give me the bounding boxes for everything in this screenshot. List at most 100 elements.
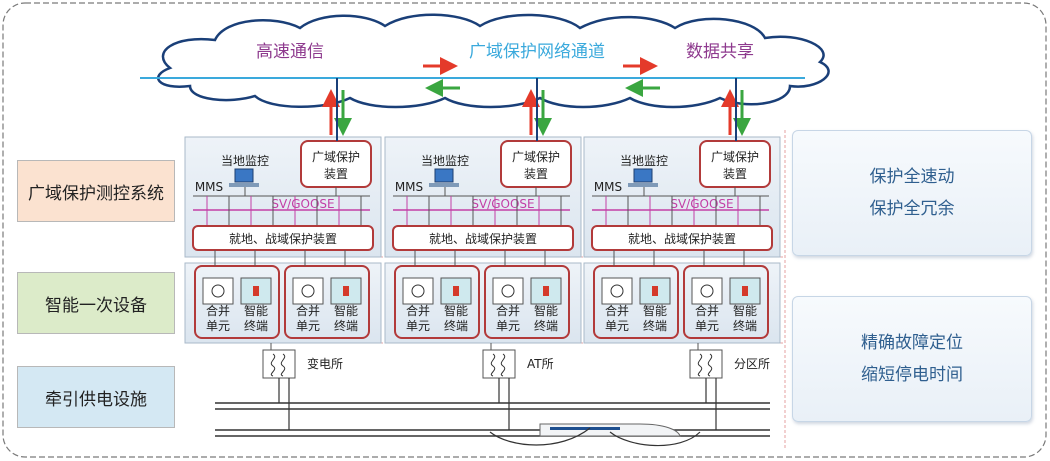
sv-goose-label: SV/GOOSE xyxy=(670,197,733,211)
transformer-icon xyxy=(689,349,723,379)
breaker-icon xyxy=(453,286,459,296)
ct-icon xyxy=(211,284,225,298)
ied-group xyxy=(194,265,280,339)
merging-unit-label-1: 合并 xyxy=(206,303,230,318)
cloud-label-left: 高速通信 xyxy=(256,42,324,62)
breaker-icon xyxy=(343,286,349,296)
wide-protection-label-1: 广域保护 xyxy=(312,150,360,164)
monitor-icon xyxy=(434,168,454,183)
train-icon xyxy=(539,423,681,437)
local-monitor-label: 当地监控 xyxy=(620,154,668,168)
smart-terminal-label-2: 终端 xyxy=(733,318,757,333)
mms-label: MMS xyxy=(195,180,223,194)
smart-terminal-label-1: 智能 xyxy=(534,303,558,318)
merging-unit-label-2: 单元 xyxy=(605,319,629,333)
wide-protection-label-1: 广域保护 xyxy=(711,150,759,164)
transformer-coil xyxy=(707,353,713,377)
keyboard-icon xyxy=(429,183,459,187)
benefit-bottom-line2: 缩短停电时间 xyxy=(861,365,963,385)
wide-protection-label-2: 装置 xyxy=(723,167,747,181)
breaker-icon xyxy=(652,286,658,296)
ct-icon xyxy=(501,284,515,298)
local-protection-label: 就地、战域保护装置 xyxy=(429,232,537,246)
ied-group xyxy=(683,265,769,339)
merging-unit-label-2: 单元 xyxy=(406,319,430,333)
ct-icon xyxy=(700,284,714,298)
merging-unit-label-2: 单元 xyxy=(206,319,230,333)
smart-terminal-label-2: 终端 xyxy=(444,318,468,333)
transformer-coil xyxy=(490,353,496,377)
layer-label-traction: 牵引供电设施 xyxy=(17,366,175,428)
transformer-coil xyxy=(500,353,506,377)
local-protection-device xyxy=(192,225,374,251)
smart-terminal-label-2: 终端 xyxy=(334,318,358,333)
layer-label-control: 广域保护测控系统 xyxy=(17,160,175,222)
wide-protection-label-2: 装置 xyxy=(524,167,548,181)
merging-unit-label-1: 合并 xyxy=(296,303,320,318)
breaker-icon xyxy=(253,286,259,296)
ied-group xyxy=(484,265,570,339)
monitor-icon xyxy=(633,168,653,183)
smart-terminal-label-1: 智能 xyxy=(244,303,268,318)
local-protection-device xyxy=(392,225,574,251)
ied-group xyxy=(284,265,370,339)
transformer-icon xyxy=(482,349,516,379)
smart-terminal-label-1: 智能 xyxy=(733,303,757,318)
benefit-bottom-line1: 精确故障定位 xyxy=(861,333,963,353)
local-protection-device xyxy=(591,225,773,251)
smart-terminal-label-2: 终端 xyxy=(244,318,268,333)
transformer-coil xyxy=(697,353,703,377)
local-monitor-label: 当地监控 xyxy=(221,154,269,168)
smart-terminal-label-2: 终端 xyxy=(534,318,558,333)
smart-terminal-label-1: 智能 xyxy=(334,303,358,318)
cloud-label-center: 广域保护网络通道 xyxy=(469,42,605,62)
mms-label: MMS xyxy=(594,180,622,194)
merging-unit-icon xyxy=(202,277,234,305)
ct-icon xyxy=(610,284,624,298)
benefit-top-line2: 保护全冗余 xyxy=(869,199,955,219)
keyboard-icon xyxy=(628,183,658,187)
local-monitor-label: 当地监控 xyxy=(421,154,469,168)
pantograph-arc xyxy=(609,431,701,447)
merging-unit-label-2: 单元 xyxy=(695,319,719,333)
benefit-panel-top: 保护全速动 保护全冗余 xyxy=(792,130,1032,256)
ct-icon xyxy=(301,284,315,298)
wide-protection-label-2: 装置 xyxy=(324,167,348,181)
smart-terminal-icon xyxy=(330,277,362,305)
mms-label: MMS xyxy=(395,180,423,194)
pantograph-arc xyxy=(489,427,591,446)
smart-terminal-label-2: 终端 xyxy=(643,318,667,333)
benefit-top-line1: 保护全速动 xyxy=(869,167,955,187)
benefit-panel-bottom: 精确故障定位 缩短停电时间 xyxy=(792,296,1032,422)
merging-unit-label-2: 单元 xyxy=(496,319,520,333)
merging-unit-label-1: 合并 xyxy=(496,303,520,318)
keyboard-icon xyxy=(229,183,259,187)
merging-unit-icon xyxy=(691,277,723,305)
merging-unit-label-1: 合并 xyxy=(605,303,629,318)
cloud-label-right: 数据共享 xyxy=(686,42,754,62)
merging-unit-label-2: 单元 xyxy=(296,319,320,333)
site-label: AT所 xyxy=(527,357,554,371)
transformer-coil xyxy=(280,353,286,377)
network-cloud xyxy=(157,13,830,109)
merging-unit-label-1: 合并 xyxy=(406,303,430,318)
local-protection-label: 就地、战域保护装置 xyxy=(229,232,337,246)
wide-protection-label-1: 广域保护 xyxy=(512,150,560,164)
merging-unit-icon xyxy=(601,277,633,305)
site-label: 分区所 xyxy=(734,357,770,371)
merging-unit-icon xyxy=(292,277,324,305)
ied-group xyxy=(394,265,480,339)
ied-group xyxy=(593,265,679,339)
merging-unit-label-1: 合并 xyxy=(695,303,719,318)
smart-terminal-label-1: 智能 xyxy=(643,303,667,318)
monitor-icon xyxy=(234,168,254,183)
breaker-icon xyxy=(543,286,549,296)
smart-terminal-label-1: 智能 xyxy=(444,303,468,318)
smart-terminal-icon xyxy=(530,277,562,305)
site-label: 变电所 xyxy=(307,356,343,371)
merging-unit-icon xyxy=(402,277,434,305)
breaker-icon xyxy=(742,286,748,296)
